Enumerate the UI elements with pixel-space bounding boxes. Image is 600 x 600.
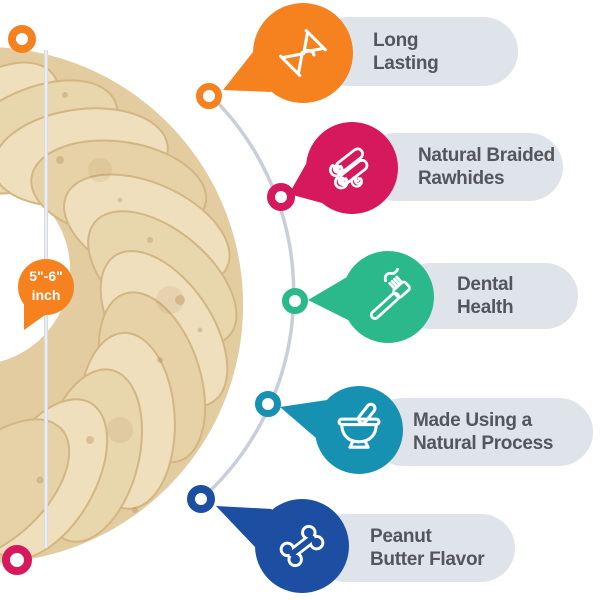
arc-node-natural-braided [267,183,295,211]
arc-node-natural-process [255,391,281,417]
bubble-natural-braided [289,122,398,214]
bone-icon [279,524,325,568]
bubble-dental-health [308,251,434,343]
rawhide-rolls-icon [329,147,369,190]
arc-node-peanut-butter [187,485,215,513]
feature-label-line2: Butter Flavor [370,549,485,570]
bone-icon-inner [282,527,322,565]
feature-pill-natural-process: Made Using a Natural Process [369,398,593,466]
mortar-pestle-icon [337,402,381,449]
size-badge-bubble [18,259,74,330]
feature-label-line2: Rawhides [418,168,505,189]
toothbrush-icon [369,268,411,320]
feature-label-line2: Health [457,297,514,318]
feature-label-line1: Made Using a [413,410,532,431]
size-badge-line2: inch [31,287,61,303]
feature-label-line1: Natural Braided [418,145,555,166]
feature-pill-dental-health: Dental Health [398,263,578,329]
feature-label-line1: Long [373,29,419,51]
braid-strands [0,61,238,561]
feature-label-line1: Dental [457,274,514,295]
measurement-top-ring [8,25,36,53]
feature-label-line2: Lasting [373,52,439,74]
bubble-long-lasting [223,3,353,103]
arc-node-long-lasting [196,83,222,109]
feature-label-line1: Peanut [370,526,432,547]
size-badge-line1: 5"-6" [29,268,63,284]
measurement-bottom-ring [2,545,32,575]
arc-node-dental-health [282,288,308,314]
hourglass-icon [279,29,327,77]
rawhide-speckles [36,92,203,513]
size-badge: 5"-6" inch [16,267,76,305]
feature-label-line2: Natural Process [413,433,554,454]
